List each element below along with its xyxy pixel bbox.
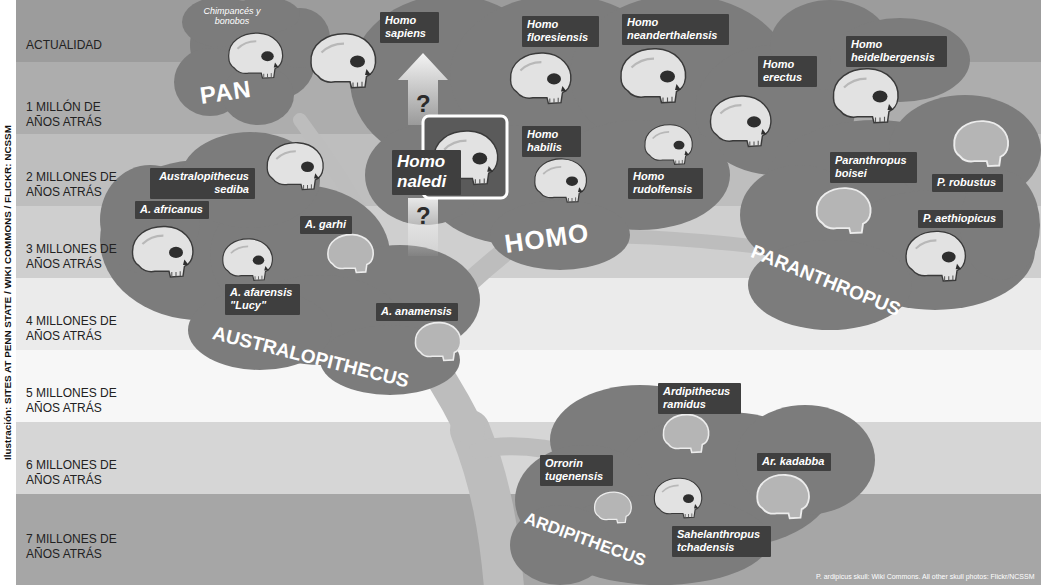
species-name: Homo naledi xyxy=(397,152,455,193)
species-name: Paranthropus boisei xyxy=(835,154,911,180)
question-mark: ? xyxy=(416,90,431,118)
species-name: Ardipithecus ramidus xyxy=(663,385,735,411)
time-label: 5 MILLONES DE AÑOS ATRÁS xyxy=(26,386,126,416)
down-shaft xyxy=(408,198,438,256)
africanus-skull xyxy=(133,226,193,276)
species-label-box: Orrorin tugenensis xyxy=(540,455,613,486)
species-name: P. robustus xyxy=(937,176,998,189)
ardipithecus-canopy xyxy=(510,385,875,585)
rudolfensis-skull xyxy=(645,125,692,165)
species-name: Homo neanderthalensis xyxy=(627,16,723,42)
time-label: 6 MILLONES DE AÑOS ATRÁS xyxy=(26,458,126,488)
afarensis-skull xyxy=(223,239,273,280)
species-label-box: Homo naledi xyxy=(392,150,461,195)
species-name: P. aethiopicus xyxy=(923,212,998,225)
species-name: Homo habilis xyxy=(527,128,575,154)
species-label-box: Australopithecus sediba xyxy=(150,168,255,199)
time-label: 1 MILLÓN DE AÑOS ATRÁS xyxy=(26,100,126,130)
robustus-silhouette xyxy=(954,121,1008,166)
aethiopicus-skull xyxy=(906,231,965,281)
species-name: Homo rudolfensis xyxy=(633,170,697,196)
species-name: Ar. kadabba xyxy=(762,455,826,468)
species-label-box: Homo neanderthalensis xyxy=(622,14,729,45)
sapiens-skull xyxy=(311,34,376,88)
species-label-box: Sahelanthropus tchadensis xyxy=(672,526,771,557)
species-name: Orrorin tugenensis xyxy=(545,457,607,483)
time-label: ACTUALIDAD xyxy=(26,38,126,53)
kadabba-silhouette xyxy=(757,475,809,518)
species-name: A. garhi xyxy=(305,218,347,231)
genus-name: PAN xyxy=(198,75,253,110)
species-label-box: Paranthropus boisei xyxy=(830,152,917,183)
habilis-skull xyxy=(535,159,587,202)
species-name: A. anamensis xyxy=(381,305,453,318)
species-name: A. afarensis "Lucy" xyxy=(230,286,294,312)
australopithecus-canopy xyxy=(100,132,480,395)
species-label-box: Homo rudolfensis xyxy=(628,168,703,199)
canopy-blob xyxy=(748,240,912,330)
anamensis-silhouette xyxy=(415,323,460,361)
genus-name: ARDIPITHECUS xyxy=(522,509,649,571)
paranthropus-canopy xyxy=(740,95,1041,330)
species-label-box: Homo floresiensis xyxy=(522,16,599,47)
species-label-box: P. aethiopicus xyxy=(918,210,1003,228)
photo-credit: P. ardipicus skull: Wiki Commons. All ot… xyxy=(816,573,1035,581)
time-label: 7 MILLONES DE AÑOS ATRÁS xyxy=(26,532,126,562)
orrorin-silhouette xyxy=(595,492,632,523)
species-label-box: Homo erectus xyxy=(758,56,817,87)
species-name: Homo floresiensis xyxy=(527,18,593,44)
species-name: Homo erectus xyxy=(763,58,811,84)
genus-name: PARANTHROPUS xyxy=(748,241,904,321)
erectus-skull xyxy=(711,96,771,146)
question-mark: ? xyxy=(416,202,431,230)
species-name: A. africanus xyxy=(140,203,204,216)
garhi-silhouette xyxy=(328,235,373,273)
sediba-skull xyxy=(267,143,323,190)
species-label-box: A. garhi xyxy=(300,216,352,234)
genus-name: HOMO xyxy=(503,218,591,259)
species-label-box: A. anamensis xyxy=(376,303,458,321)
pan-canopy xyxy=(174,0,330,125)
genus-name: AUSTRALOPITHECUS xyxy=(210,322,411,392)
floresiensis-skull xyxy=(511,53,571,103)
species-caption: Chimpancés y bonobos xyxy=(196,6,268,27)
time-label: 2 MILLONES DE AÑOS ATRÁS xyxy=(26,170,126,200)
up-arrow xyxy=(398,53,448,125)
canopy-blob xyxy=(490,200,630,270)
time-label: 3 MILLONES DE AÑOS ATRÁS xyxy=(26,242,126,272)
species-label-box: Ar. kadabba xyxy=(757,453,831,471)
neanderthalensis-skull xyxy=(621,49,686,103)
species-label-box: Ardipithecus ramidus xyxy=(658,383,741,414)
species-label-box: Homo sapiens xyxy=(380,12,439,43)
species-label-box: A. afarensis "Lucy" xyxy=(225,284,300,315)
species-label-box: Homo heidelbergensis xyxy=(846,36,947,67)
species-name: Homo heidelbergensis xyxy=(851,38,941,64)
boisei-silhouette xyxy=(817,188,871,233)
sahelanthropus-skull xyxy=(654,478,701,518)
heidelbergensis-skull xyxy=(833,69,898,123)
chimp-skull xyxy=(229,33,283,78)
species-label-box: A. africanus xyxy=(135,201,209,219)
species-label-box: P. robustus xyxy=(932,174,1003,192)
species-name: Homo sapiens xyxy=(385,14,433,40)
species-name: Sahelanthropus tchadensis xyxy=(677,528,765,554)
species-name: Australopithecus sediba xyxy=(155,170,249,196)
ramidus-silhouette xyxy=(663,415,708,453)
time-band: 5 MILLONES DE AÑOS ATRÁS xyxy=(16,350,1041,422)
species-label-box: Homo habilis xyxy=(522,126,581,157)
credit-vertical: Ilustración: SITES AT PENN STATE / WIKI … xyxy=(0,0,16,585)
time-label: 4 MILLONES DE AÑOS ATRÁS xyxy=(26,314,126,344)
